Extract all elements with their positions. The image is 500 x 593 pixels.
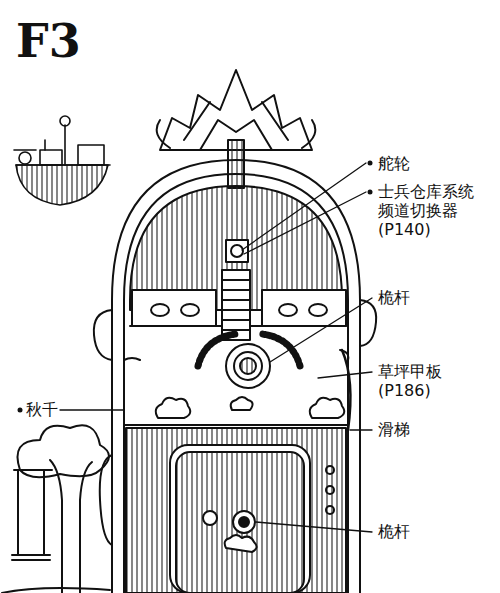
page-title: F3 [16, 18, 81, 64]
part-label: 秋千 [26, 400, 66, 419]
part-label: 滑梯 [378, 420, 488, 439]
part-label: 桅杆 [378, 288, 488, 307]
part-label: 桅杆 [378, 522, 488, 541]
part-label: 舵轮 [378, 154, 488, 173]
part-label: 草坪甲板(P186) [378, 362, 462, 400]
part-label: 士兵仓库系统频道切换器(P140) [378, 182, 482, 240]
